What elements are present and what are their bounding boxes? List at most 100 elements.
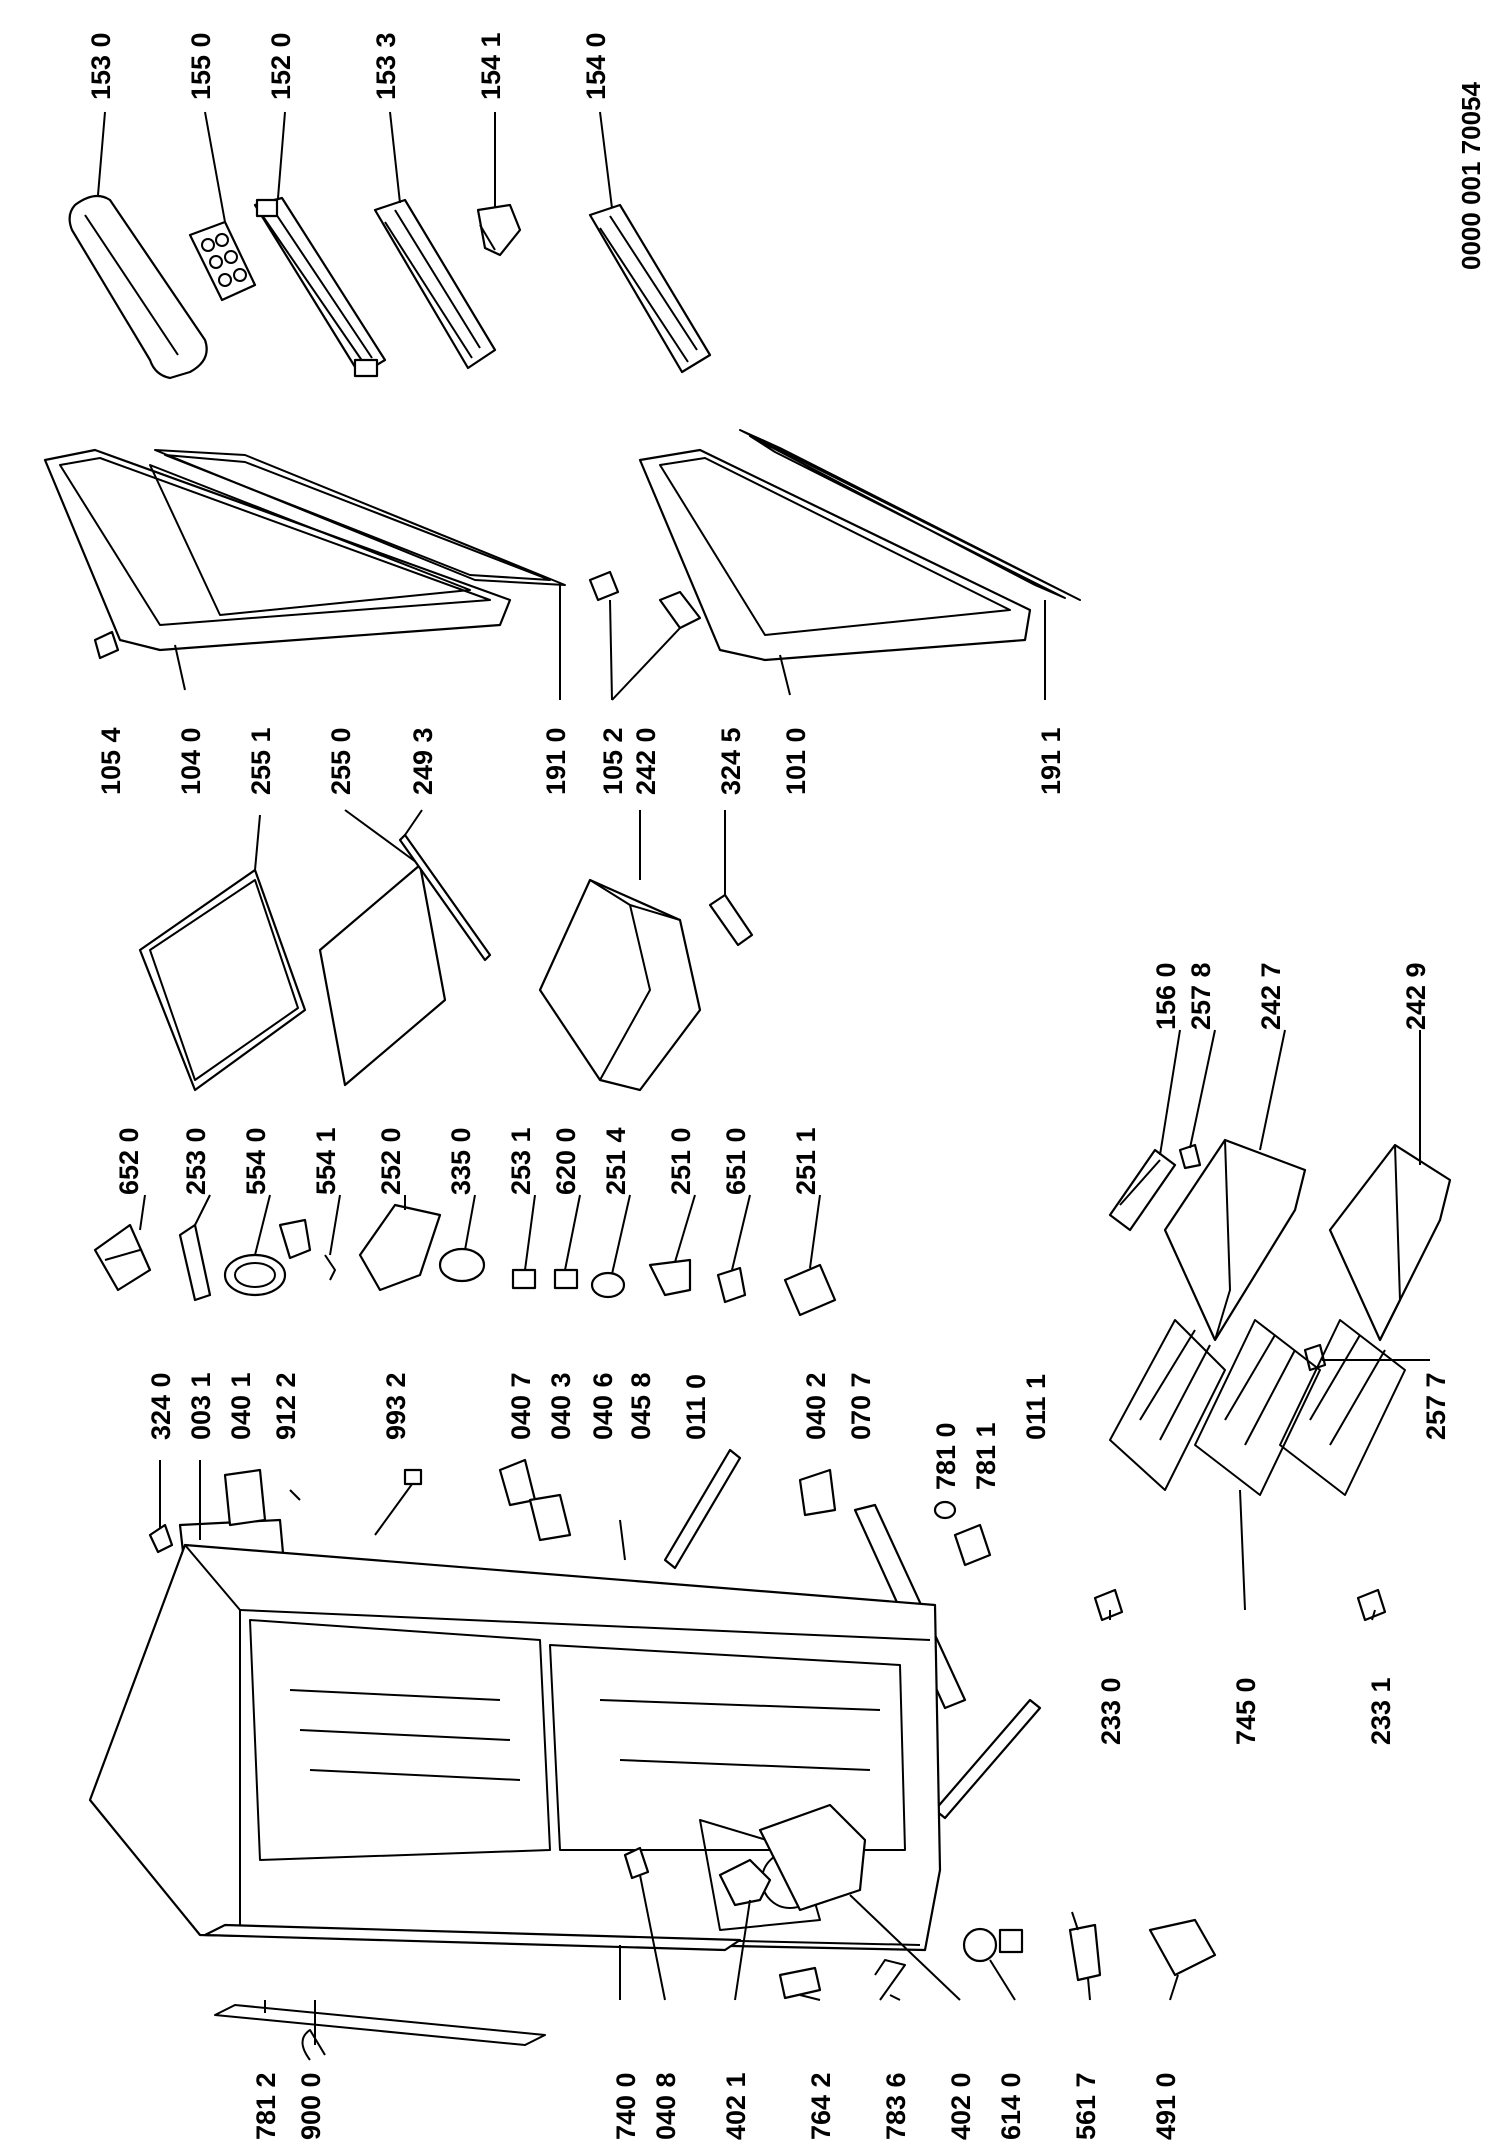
part-781-2-rod (214, 2004, 546, 2046)
part-040-1-top-hinge (223, 1468, 267, 1527)
part-cabinet-body (88, 1543, 942, 1952)
label-249-3: 249 3 (408, 727, 438, 795)
label-040-8: 040 8 (651, 2072, 681, 2140)
label-257-8: 257 8 (1186, 962, 1216, 1030)
label-242-7: 242 7 (1256, 962, 1286, 1030)
label-191-0: 191 0 (541, 727, 571, 795)
part-251-0-bracket (648, 1258, 692, 1297)
part-153-3-door-bin (373, 111, 497, 370)
part-324-5-drawer-handle (708, 810, 754, 947)
part-335-0-knob (438, 1247, 486, 1283)
part-257-8-clip (1178, 1143, 1202, 1170)
part-101-0-freezer-door (638, 448, 1032, 696)
part-191-1-freezer-gasket (739, 429, 1081, 700)
part-249-3-shelf-trim (398, 809, 492, 962)
label-153-0: 153 0 (86, 32, 116, 100)
part-993-2-sensor (374, 1468, 423, 1536)
part-255-0-glass-shelf (318, 809, 447, 1087)
label-620-0: 620 0 (551, 1127, 581, 1195)
part-781-0-clip (933, 1500, 957, 1520)
label-101-0: 101 0 (781, 727, 811, 795)
part-252-0-lamp-cover (358, 1203, 442, 1292)
part-011-0-rail (663, 1448, 742, 1570)
label-781-0: 781 0 (931, 1422, 961, 1490)
part-745-0-wire-shelves (1109, 1319, 1406, 1496)
part-040-2-bottom-hinge (798, 1468, 837, 1517)
label-554-0: 554 0 (241, 1127, 271, 1195)
label-233-0: 233 0 (1096, 1677, 1126, 1745)
label-251-4: 251 4 (601, 1127, 631, 1195)
label-040-2: 040 2 (801, 1372, 831, 1440)
label-003-1: 003 1 (186, 1372, 216, 1440)
part-912-2-screw (289, 1489, 301, 1501)
label-040-7: 040 7 (506, 1372, 536, 1440)
label-011-1: 011 1 (1021, 1374, 1051, 1440)
label-156-0: 156 0 (1151, 962, 1181, 1030)
part-105-2-hinge-kit (588, 570, 702, 701)
label-257-7: 257 7 (1421, 1372, 1451, 1440)
part-242-7-freezer-drawer (1163, 1138, 1307, 1342)
part-554-0-lamp-housing (223, 1218, 312, 1297)
label-912-2: 912 2 (271, 1372, 301, 1440)
part-781-1-clip (953, 1523, 992, 1567)
part-783-6-clamp (874, 1959, 906, 2001)
label-651-0: 651 0 (721, 1127, 751, 1195)
part-651-0-lamp (716, 1266, 747, 1304)
label-152-0: 152 0 (266, 32, 296, 100)
label-402-0: 402 0 (946, 2072, 976, 2140)
part-402-1-relay (718, 1858, 772, 1907)
part-154-0-door-bin (588, 111, 712, 374)
part-251-1-lamp-housing (783, 1263, 837, 1317)
part-652-0-thermostat (93, 1223, 152, 1292)
label-253-1: 253 1 (506, 1127, 536, 1195)
part-253-1-switch (511, 1268, 537, 1290)
part-040-8-hinge-bracket (623, 1846, 650, 1880)
part-233-0-foot (1093, 1588, 1124, 1622)
part-255-1-glass-shelf-frame (138, 814, 307, 1092)
leader-lines (139, 1029, 1430, 2045)
label-045-8: 045 8 (626, 1372, 656, 1440)
label-070-7: 070 7 (846, 1372, 876, 1440)
label-324-0: 324 0 (146, 1372, 176, 1440)
label-233-1: 233 1 (1366, 1677, 1396, 1745)
label-740-0: 740 0 (611, 2072, 641, 2140)
label-154-1: 154 1 (476, 32, 506, 100)
label-153-3: 153 3 (371, 32, 401, 100)
label-011-0: 011 0 (681, 1374, 711, 1440)
part-253-0-light-cover (178, 1223, 212, 1302)
label-335-0: 335 0 (446, 1127, 476, 1195)
label-251-1: 251 1 (791, 1127, 821, 1195)
label-900-0: 900 0 (296, 2072, 326, 2140)
part-156-0-ice-tray (1108, 1148, 1177, 1232)
label-764-2: 764 2 (806, 2072, 836, 2140)
part-620-0-switch (553, 1268, 579, 1290)
label-554-1: 554 1 (311, 1127, 341, 1195)
part-105-4-hinge-cap (93, 630, 120, 660)
label-154-0: 154 0 (581, 32, 611, 100)
label-745-0: 745 0 (1231, 1677, 1261, 1745)
label-255-0: 255 0 (326, 727, 356, 795)
part-491-0-cover (1148, 1918, 1217, 1977)
label-104-0: 104 0 (176, 727, 206, 795)
part-614-0-timer (962, 1927, 1024, 1963)
label-251-0: 251 0 (666, 1127, 696, 1195)
part-154-1-bottle-holder (476, 112, 522, 257)
part-045-8-pin (619, 1519, 626, 1561)
part-242-9-freezer-drawer (1328, 1143, 1452, 1342)
label-783-6: 783 6 (881, 2072, 911, 2140)
part-242-0-crisper-drawer (538, 810, 702, 1092)
label-242-9: 242 9 (1401, 962, 1431, 1030)
part-554-1-lamp-clip (324, 1254, 336, 1281)
label-105-2: 105 2 (598, 727, 628, 795)
label-402-1: 402 1 (721, 2072, 751, 2140)
label-255-1: 255 1 (246, 727, 276, 795)
part-011-1-rail (933, 1698, 1042, 1820)
part-153-0-bin-cover (68, 111, 208, 380)
label-491-0: 491 0 (1151, 2072, 1181, 2140)
label-781-2: 781 2 (251, 2072, 281, 2140)
part-040-7-middle-hinge (498, 1458, 572, 1542)
part-740-0-condenser (203, 1923, 742, 1952)
part-402-0-compressor (758, 1803, 867, 1912)
label-105-4: 105 4 (96, 727, 126, 795)
